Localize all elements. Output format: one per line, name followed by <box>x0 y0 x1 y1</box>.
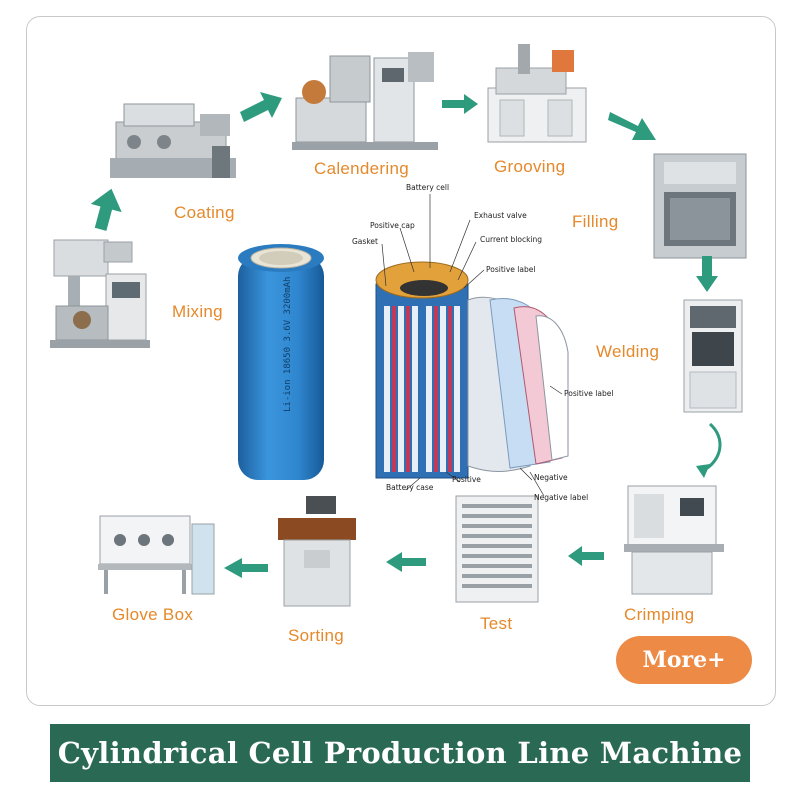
stage-label-grooving: Grooving <box>494 157 566 176</box>
arrow-welding-to-crimping-icon <box>696 422 722 478</box>
stage-label-mixing: Mixing <box>172 302 223 321</box>
label-battery-case: Battery case <box>386 483 434 492</box>
label-positive-cap: Positive cap <box>370 221 415 230</box>
footer-title-banner: Cylindrical Cell Production Line Machine <box>50 724 750 782</box>
arrow-mixing-to-coating-icon <box>90 188 122 231</box>
stage-label-test: Test <box>480 614 513 633</box>
battery-label-text: Li-ion 18650 3.6V 3200mAh <box>283 277 293 412</box>
stage-label-sorting: Sorting <box>288 626 344 645</box>
label-negative: Negative <box>534 473 568 482</box>
battery-cross-section-diagram: Battery cell Positive cap Gasket Exhaust… <box>352 183 613 502</box>
label-exhaust-valve: Exhaust valve <box>474 211 527 220</box>
label-negative-label: Negative label <box>534 493 588 502</box>
test-machine <box>455 495 539 603</box>
stage-label-glove-box: Glove Box <box>112 605 194 624</box>
glove-box-machine <box>98 515 215 595</box>
arrow-crimping-to-test-icon <box>568 546 604 566</box>
stage-label-calendering: Calendering <box>314 159 409 178</box>
arrow-test-to-sorting-icon <box>386 552 426 572</box>
label-positive-label-top: Positive label <box>486 265 535 274</box>
stage-label-crimping: Crimping <box>624 605 695 624</box>
label-positive: Positive <box>452 475 481 484</box>
arrow-grooving-to-filling-icon <box>608 112 656 140</box>
sorting-machine <box>278 496 356 607</box>
calendering-machine <box>292 52 438 150</box>
battery-18650-image: Li-ion 18650 3.6V 3200mAh <box>238 244 324 480</box>
label-gasket: Gasket <box>352 237 378 246</box>
mixing-machine <box>50 239 150 348</box>
arrow-sorting-to-glove-box-icon <box>224 558 268 578</box>
stage-label-welding: Welding <box>596 342 660 361</box>
coating-machine <box>110 103 236 178</box>
more-button[interactable]: More+ <box>616 636 752 684</box>
crimping-machine <box>624 485 724 595</box>
stage-label-filling: Filling <box>572 212 619 231</box>
label-battery-cell: Battery cell <box>406 183 449 192</box>
stage-label-coating: Coating <box>174 203 235 222</box>
filling-machine <box>653 153 747 259</box>
welding-machine <box>683 299 743 413</box>
label-positive-label-side: Positive label <box>564 389 613 398</box>
label-current-blocking: Current blocking <box>480 235 542 244</box>
arrow-filling-to-welding-icon <box>696 256 718 292</box>
grooving-machine <box>487 44 587 143</box>
footer-title-text: Cylindrical Cell Production Line Machine <box>57 736 743 770</box>
arrow-coating-to-calendering-icon <box>240 92 282 122</box>
arrow-calendering-to-grooving-icon <box>442 94 478 114</box>
